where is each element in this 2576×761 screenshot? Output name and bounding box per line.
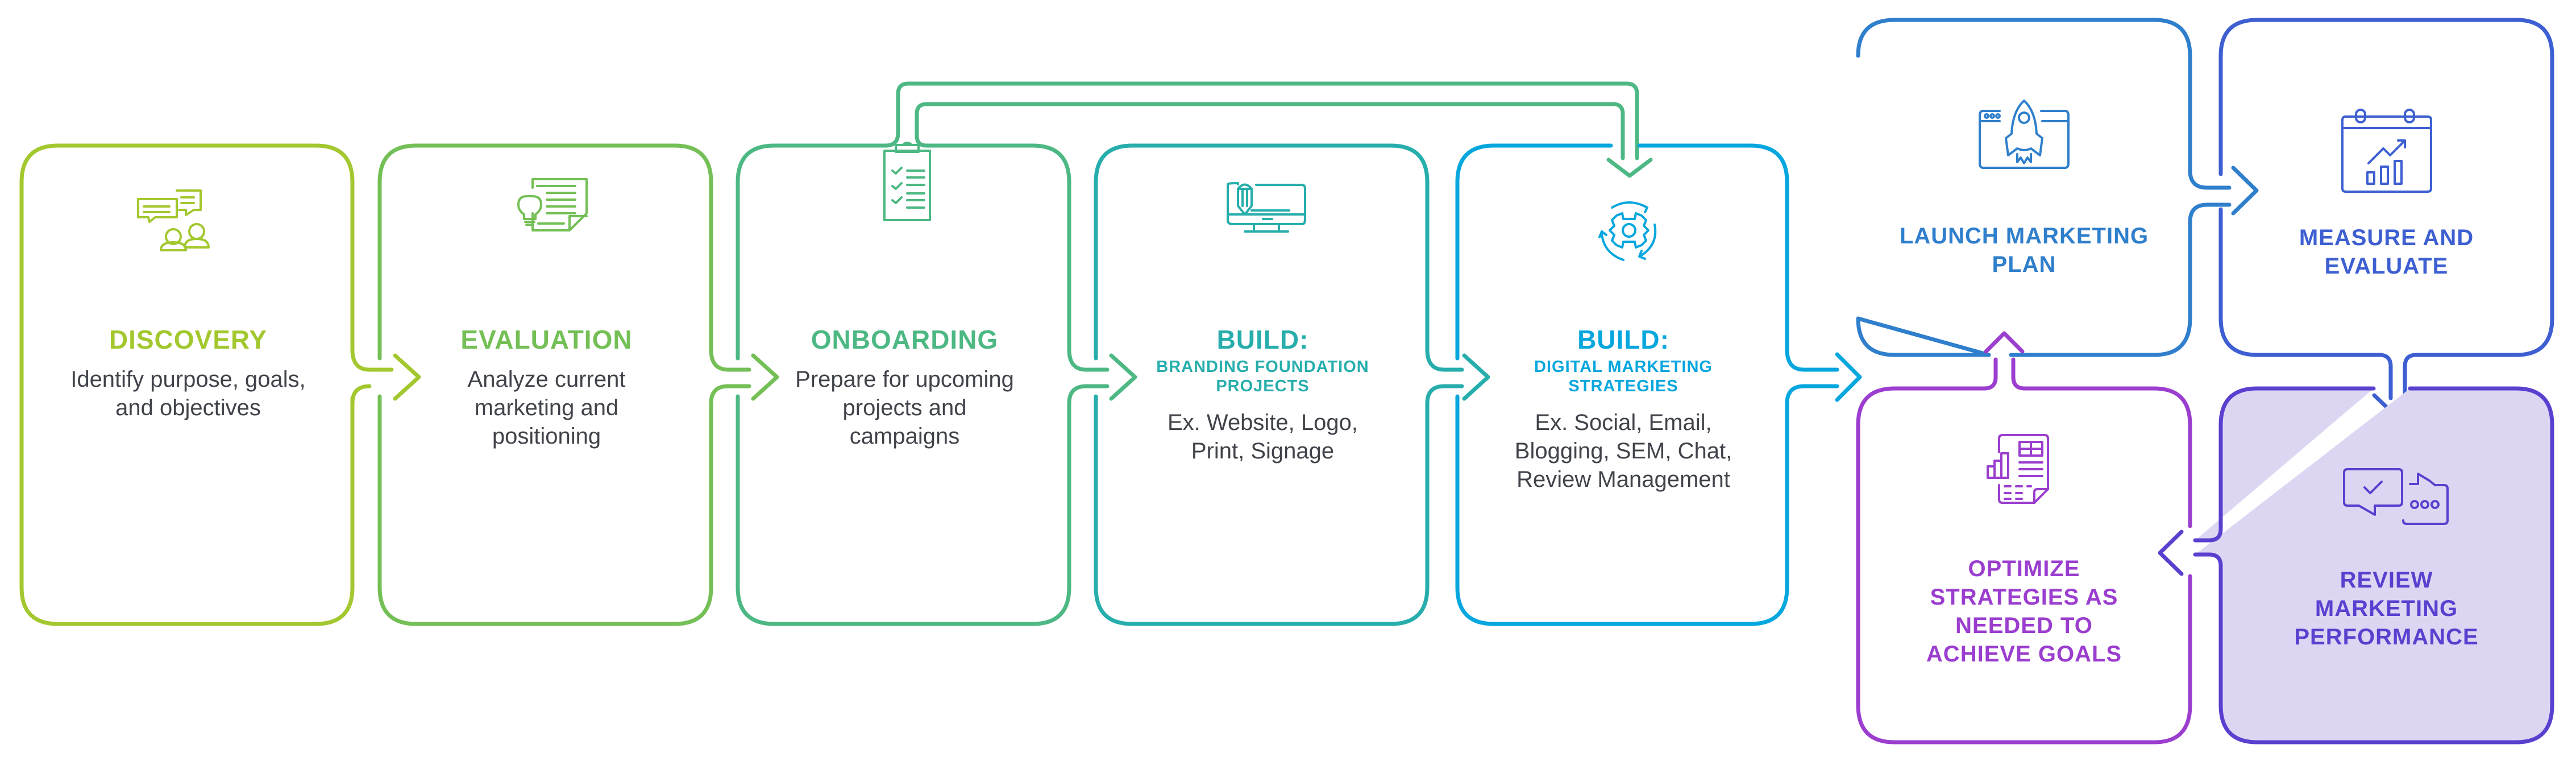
stage-description: Ex. Social, Email, Blogging, SEM, Chat, … (1514, 410, 1732, 492)
stage-title: BUILD: (1216, 325, 1309, 354)
stage-description: Prepare for upcoming projects and campai… (795, 367, 1014, 449)
stage-review: REVIEW MARKETING PERFORMANCE (2221, 566, 2552, 651)
stage-title: EVALUATION (460, 325, 633, 354)
rocket-browser-icon (1979, 100, 2070, 169)
stage-build-digital: BUILD: DIGITAL MARKETING STRATEGIES Ex. … (1457, 324, 1789, 494)
stage-box-onboarding (736, 81, 1639, 626)
stage-title: OPTIMIZE STRATEGIES AS NEEDED TO ACHIEVE… (1926, 556, 2122, 667)
gear-cycle-icon (1598, 201, 1657, 261)
stage-optimize: OPTIMIZE STRATEGIES AS NEEDED TO ACHIEVE… (1858, 555, 2190, 668)
arrowhead-launch-measure (2231, 166, 2259, 216)
connector-onboarding-branding (1067, 348, 1137, 406)
stage-onboarding: ONBOARDING Prepare for upcoming projects… (738, 324, 1071, 450)
stage-title: DISCOVERY (109, 325, 268, 354)
chat-review-icon (2343, 468, 2449, 525)
arrowhead-onboarding-digital (1606, 158, 1653, 178)
stage-box-digital (1455, 143, 1789, 626)
stage-title: BUILD: (1577, 325, 1669, 354)
stage-title: REVIEW MARKETING PERFORMANCE (2294, 568, 2479, 650)
conversation-people-icon (137, 189, 210, 251)
report-chart-icon (1987, 434, 2049, 504)
stage-box-measure (2218, 18, 2554, 400)
stage-description: Analyze current marketing and positionin… (467, 367, 626, 449)
stage-box-discovery (19, 143, 355, 626)
stage-box-review (2193, 386, 2554, 745)
stage-measure: MEASURE AND EVALUATE (2221, 224, 2552, 280)
stage-subtitle: DIGITAL MARKETING STRATEGIES (1534, 358, 1713, 395)
stage-title: LAUNCH MARKETING PLAN (1899, 224, 2149, 277)
stage-title: ONBOARDING (811, 325, 999, 354)
calendar-chart-icon (2341, 109, 2432, 193)
stage-launch: LAUNCH MARKETING PLAN (1858, 222, 2190, 279)
stage-description: Ex. Website, Logo, Print, Signage (1167, 410, 1358, 464)
connector-evaluation-onboarding (709, 348, 779, 406)
stage-box-evaluation (377, 143, 713, 626)
connector-branding-digital (1425, 348, 1490, 406)
arrowhead-optimize-launch (1984, 331, 2025, 354)
stage-title: MEASURE AND EVALUATE (2299, 225, 2474, 279)
stage-discovery: DISCOVERY Identify purpose, goals, and o… (22, 324, 355, 422)
stage-evaluation: EVALUATION Analyze current marketing and… (380, 324, 713, 450)
clipboard-checklist-icon (883, 142, 931, 221)
connector-digital-launch (1785, 348, 1862, 406)
connector-discovery-evaluation (350, 348, 421, 417)
stage-box-branding (1094, 143, 1430, 626)
stage-description: Identify purpose, goals, and objectives (70, 367, 306, 420)
stage-build-branding: BUILD: BRANDING FOUNDATION PROJECTS Ex. … (1096, 324, 1430, 465)
stage-box-launch (1856, 18, 2232, 357)
monitor-pencil-icon (1227, 182, 1306, 233)
stage-subtitle: BRANDING FOUNDATION PROJECTS (1156, 358, 1369, 395)
arrowhead-review-optimize (2158, 530, 2184, 576)
document-lightbulb-icon (517, 178, 588, 231)
stage-box-optimize (1856, 357, 2192, 745)
